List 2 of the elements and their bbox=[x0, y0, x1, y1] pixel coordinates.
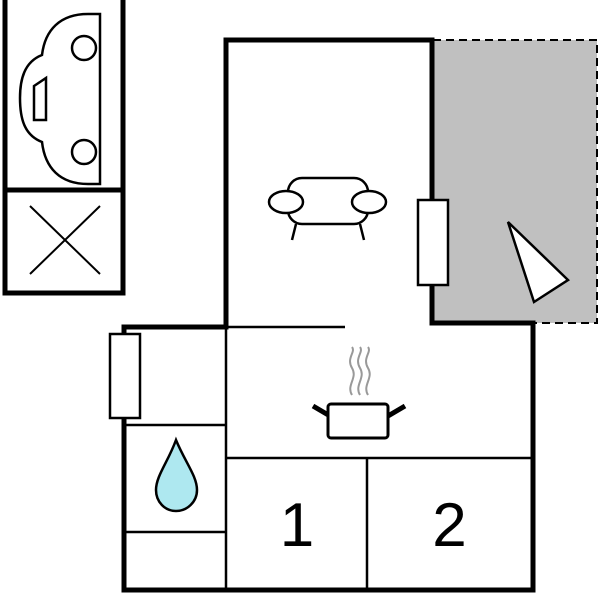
room-number: 2 bbox=[432, 490, 467, 560]
room-number: 1 bbox=[280, 490, 314, 560]
